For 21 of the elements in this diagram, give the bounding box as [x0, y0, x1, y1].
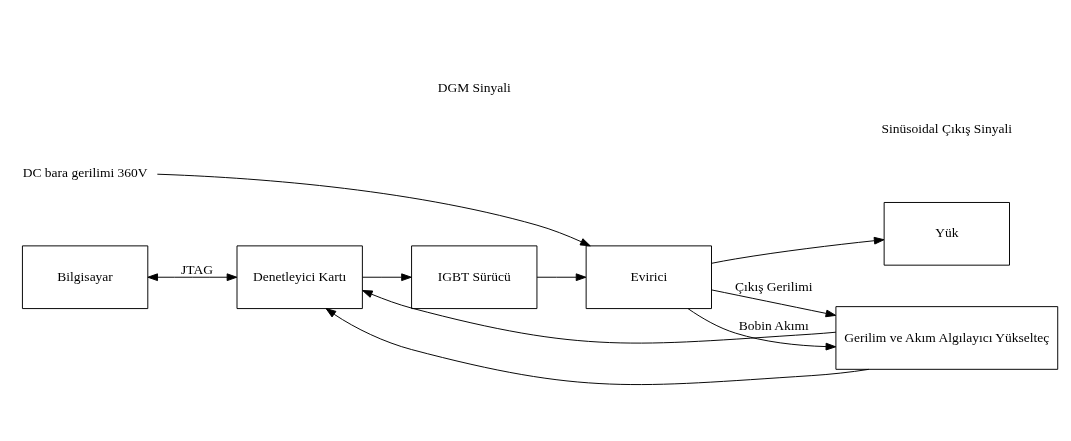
label: DGM Sinyali — [437, 79, 511, 95]
arrow — [325, 307, 870, 385]
arrow — [147, 272, 238, 281]
arrow — [156, 173, 591, 246]
arrow — [711, 288, 837, 317]
node-box: Evirici — [585, 244, 712, 309]
arrow — [687, 307, 837, 350]
node-box: IGBT Sürücü — [411, 244, 538, 309]
edge-label: Çıkış Gerilimi — [734, 278, 813, 294]
node-box: Yük — [883, 201, 1010, 266]
arrow — [362, 289, 837, 344]
edge-label: JTAG — [181, 261, 213, 277]
node-box: Bilgisayar — [21, 244, 149, 309]
arrow — [536, 272, 587, 281]
arrow — [711, 236, 885, 264]
node-box: Gerilim ve Akım Algılayıcı Yükselteç — [835, 305, 1059, 370]
node-box: Denetleyici Kartı — [236, 244, 363, 309]
edge-label: Bobin Akımı — [738, 317, 809, 332]
arrow — [362, 272, 412, 281]
label: Sinüsoidal Çıkış Sinyali — [881, 120, 1013, 136]
node-text: DC bara gerilimi 360V — [22, 164, 148, 180]
